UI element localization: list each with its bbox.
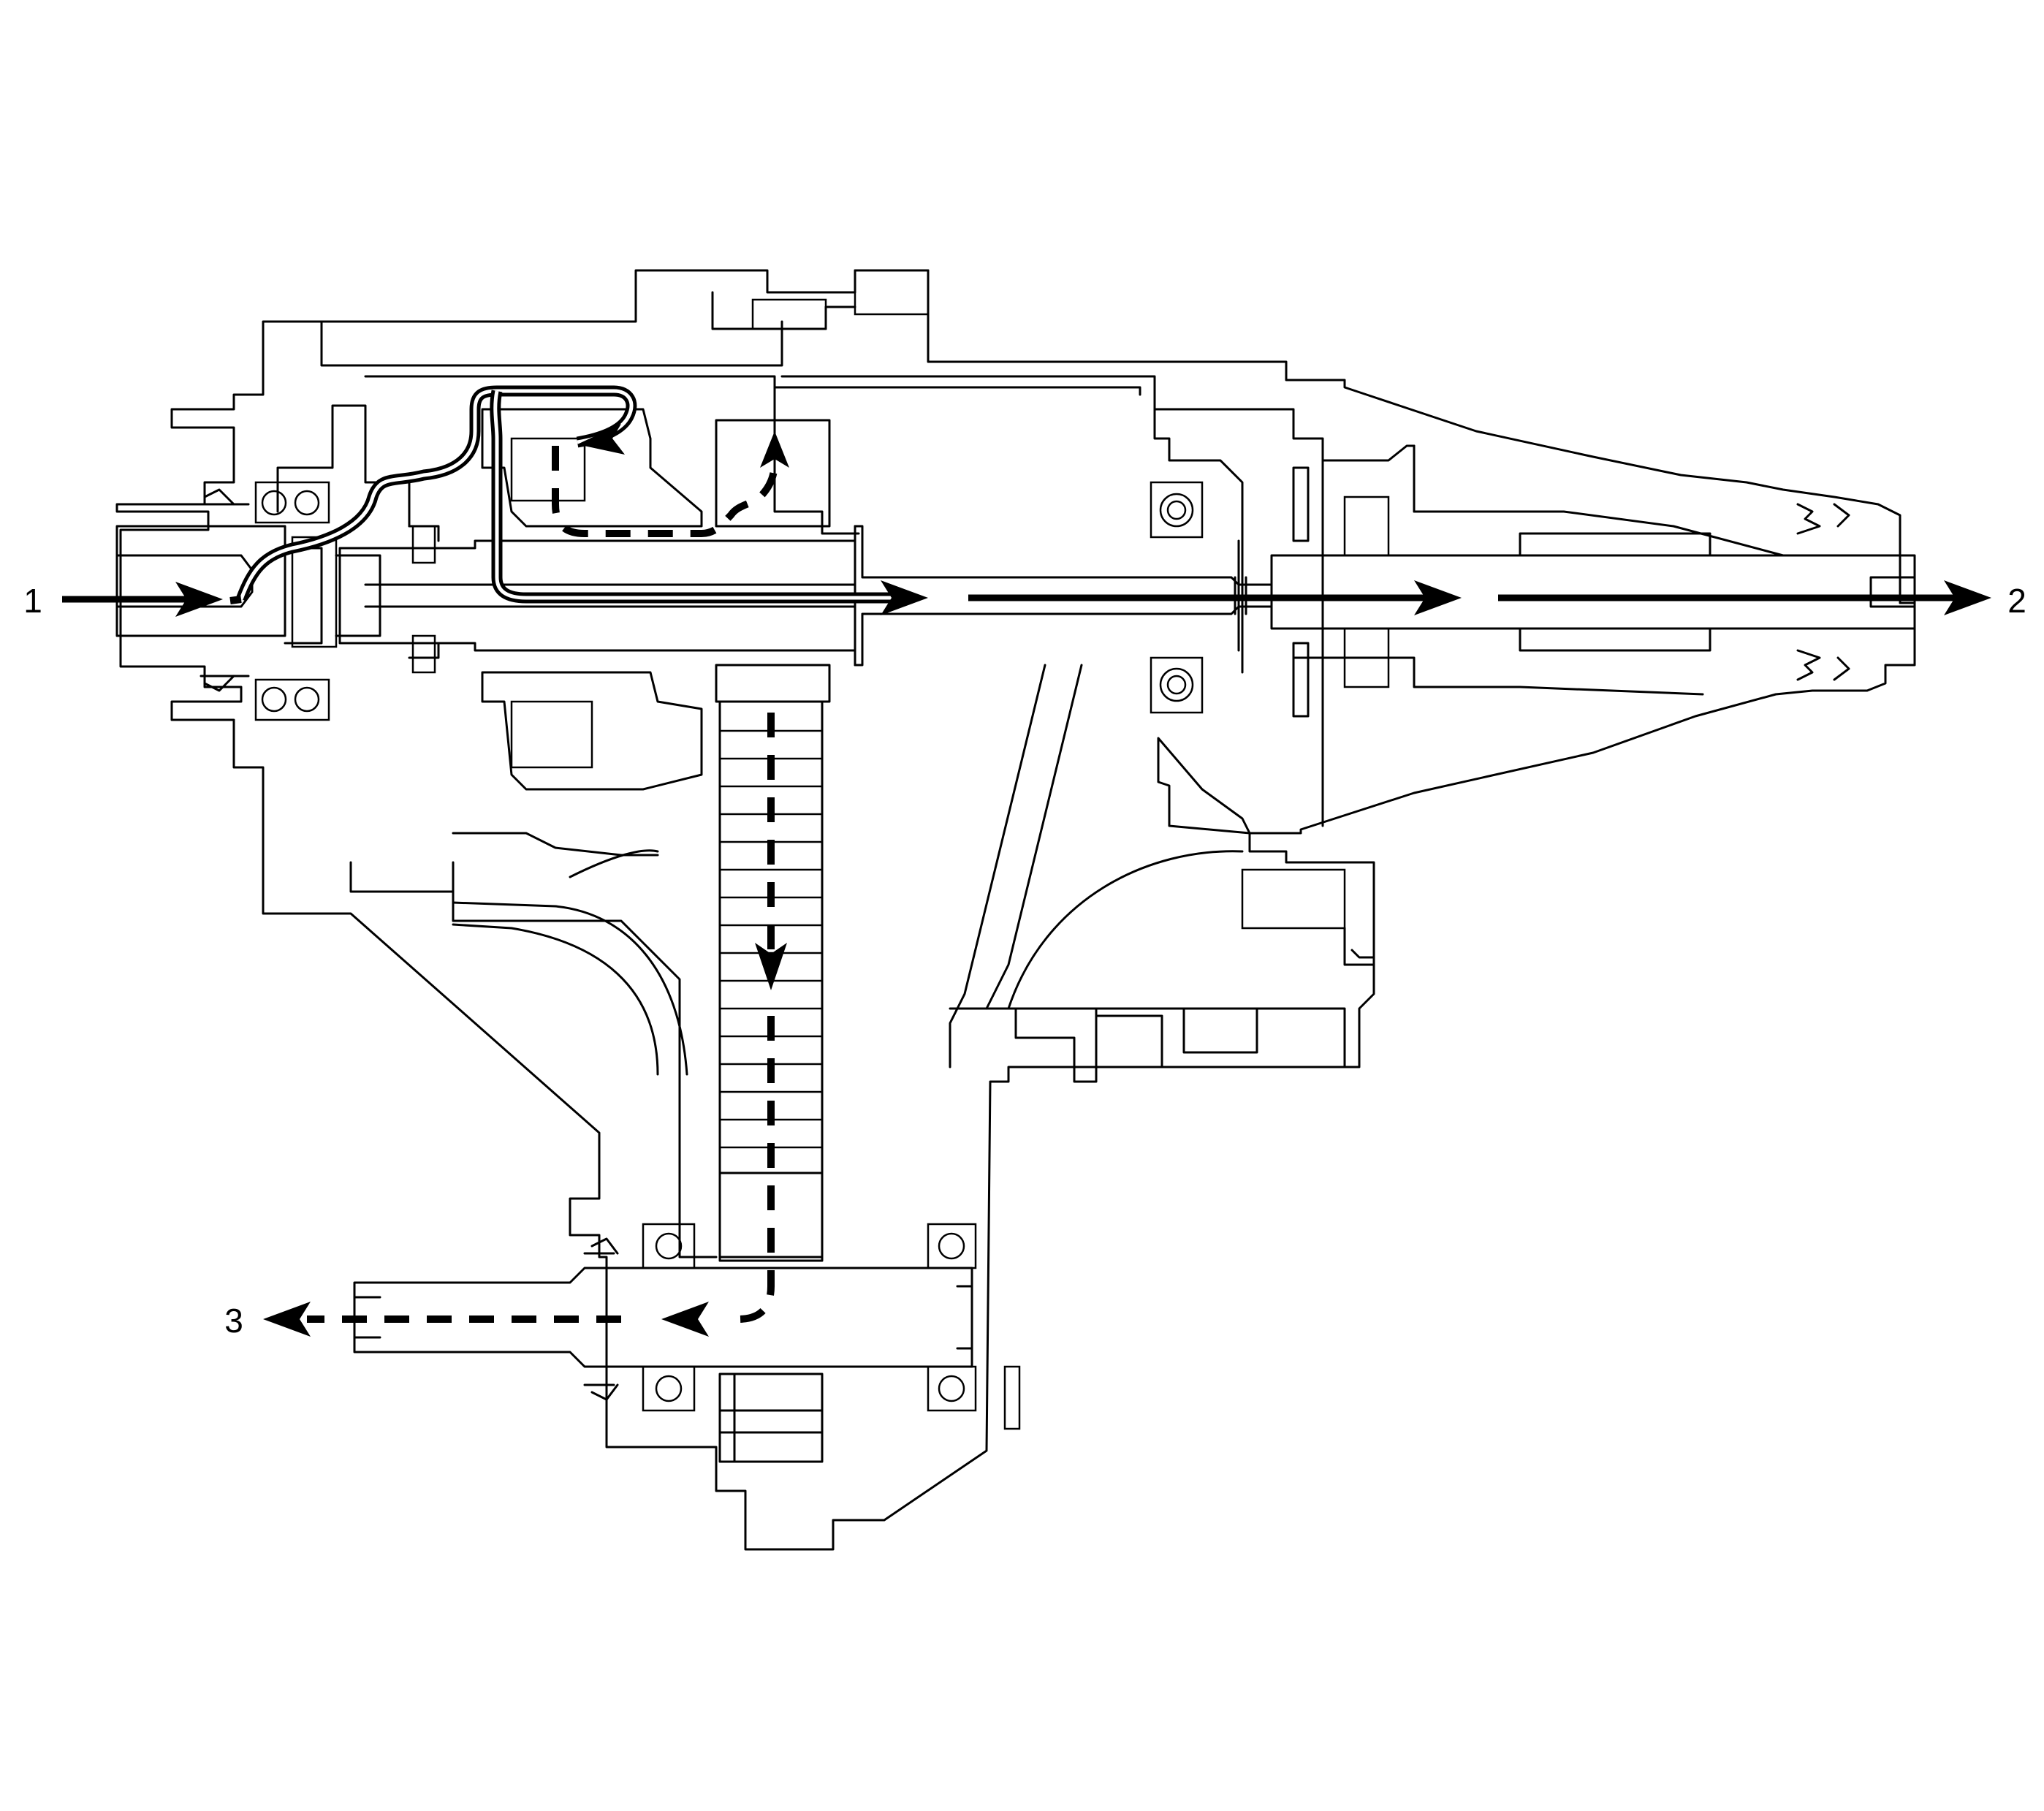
lower-bearing-ball (655, 1375, 683, 1402)
front-seal-lower (200, 675, 250, 692)
planetary-carrier (481, 408, 703, 528)
upper-housing-shelf (320, 320, 783, 367)
lower-bearing-right-lower (927, 1365, 977, 1412)
speed-sensor-ring (1343, 627, 1390, 688)
front-bearing-upper-cage (254, 481, 330, 524)
callout-3: 3 (224, 1302, 243, 1340)
chain-dashed-flow-lower (723, 1016, 775, 1323)
upper-shift-housing (711, 291, 856, 330)
mount-block (1241, 868, 1346, 930)
lower-bearing-right-upper (927, 1223, 977, 1269)
rear-drive-flow-lower-inner (493, 390, 899, 600)
rear-seal-lower (1796, 649, 1850, 681)
lower-mid-curve (452, 901, 688, 1076)
output-case-wall (773, 386, 860, 535)
input-hub (291, 536, 338, 648)
rear-output-spline (1519, 532, 1916, 652)
callouts: 1 2 3 (23, 582, 2026, 1340)
rear-seal-upper (1796, 503, 1850, 535)
drive-chain (718, 700, 824, 1258)
callout-2: 2 (2007, 582, 2026, 620)
main-shaft (338, 466, 1916, 718)
output-nut (1003, 1365, 1021, 1430)
lower-bearing-left-lower (642, 1365, 696, 1412)
front-bearing-ball (261, 490, 287, 516)
front-output-spline (353, 1285, 973, 1350)
lower-bearing-ball (938, 1232, 965, 1260)
front-output-outline (353, 1267, 973, 1368)
rear-case-lower (1292, 656, 1704, 696)
mount-detail (1343, 927, 1375, 966)
diagonal-brace-inner (985, 664, 1083, 1010)
rib-curve (569, 849, 659, 878)
planetary-dashed-loop (552, 446, 778, 537)
shift-fork-upper (411, 525, 436, 564)
rear-bearing-inner (1166, 675, 1187, 695)
lower-case-web (349, 861, 455, 893)
input-collar (284, 547, 323, 645)
rear-case-top (1153, 408, 1785, 557)
chain-flow-arrowhead (755, 943, 787, 990)
front-bearing-ball (294, 490, 320, 516)
lower-bearing-ball (938, 1375, 965, 1402)
speed-sensor-ring (1343, 496, 1390, 557)
shift-fork-lower (411, 634, 436, 674)
chain-housing-top (780, 375, 1244, 674)
rear-drive-flow-path (235, 385, 637, 601)
drive-sprocket-upper (715, 419, 831, 528)
right-rib-curve (1007, 850, 1244, 1010)
bearings (254, 481, 1204, 1412)
planet-gear (510, 437, 586, 502)
front-bearing-ball (261, 686, 287, 713)
rear-drive-flow-path-inner (239, 389, 634, 600)
lower-case-flange (452, 832, 659, 857)
output-flow-arrowhead-2 (1944, 580, 1991, 615)
lower-mid-curve-2 (452, 923, 659, 1076)
lower-case-body (452, 861, 718, 1258)
input-flow-arrowhead (175, 582, 223, 617)
front-output-seal (583, 1237, 619, 1401)
driven-sprocket-lower (718, 1373, 824, 1463)
rear-output-shaft (1270, 554, 1916, 630)
lower-bearing-left-upper (642, 1223, 696, 1269)
rear-bearing-upper-cage (1150, 481, 1204, 539)
output-flow-arrowhead-3 (263, 1302, 311, 1337)
input-flow-dash (229, 596, 242, 604)
lower-bearing-ball (655, 1232, 683, 1260)
front-output-shaft (353, 1237, 1021, 1430)
callout-1: 1 (23, 582, 42, 620)
main-case-outline (115, 269, 1916, 1551)
input-shaft-outline (115, 525, 286, 637)
drive-sprocket-lower (715, 664, 831, 703)
rear-bearing-inner (1166, 500, 1187, 520)
front-bearing-lower-cage (254, 678, 330, 721)
lower-right-block (949, 1007, 1346, 1083)
shift-bolt (751, 298, 827, 330)
shift-boss (854, 269, 930, 316)
driven-sprocket-upper (718, 1172, 824, 1262)
front-bearing-ball (294, 686, 320, 713)
planet-gear (510, 700, 593, 769)
input-hub-inner (335, 554, 381, 637)
planetary-lower (481, 671, 703, 791)
rear-bearing-lower-cage (1150, 656, 1204, 714)
rear-flow-arrowhead-1 (881, 580, 928, 615)
power-flow (62, 385, 1991, 1337)
main-shaft-bore (364, 583, 856, 608)
rear-flow-arrowhead-2 (1414, 580, 1462, 615)
transfer-case-housing (115, 269, 1916, 1551)
tail-housing-inner (1321, 444, 1416, 827)
sprocket-flow-arrowhead (760, 431, 789, 468)
front-seal-upper (200, 488, 250, 506)
driven-sprocket-teeth (718, 1373, 824, 1463)
front-flow-arrowhead-1 (661, 1302, 709, 1337)
rear-bearing-ball (1159, 667, 1194, 702)
diagonal-brace-outer (949, 664, 1046, 1068)
planetary-flow-arrowhead (577, 424, 625, 455)
tail-bushing (1292, 466, 1310, 718)
brace-panel (1157, 737, 1251, 835)
rear-bearing-ball (1159, 493, 1194, 528)
